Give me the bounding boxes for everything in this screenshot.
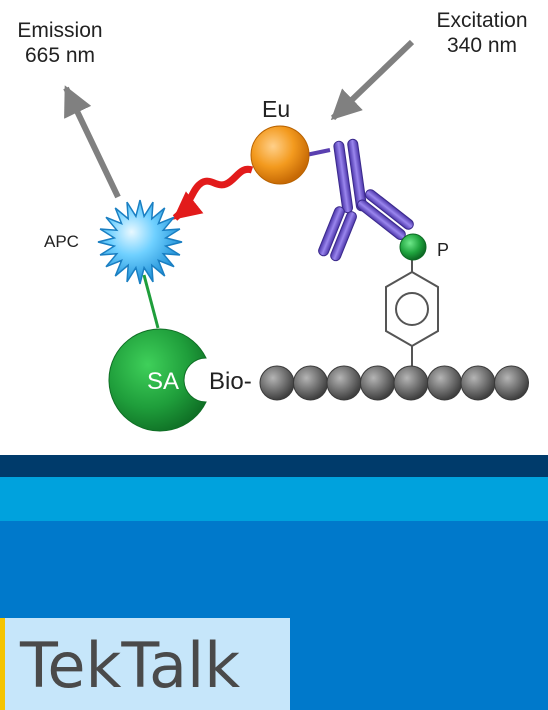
emission-label: Emission 665 nm [10, 18, 110, 68]
europium-label: Eu [262, 96, 291, 122]
brand-box [0, 618, 290, 710]
peptide-bead [293, 365, 328, 401]
emission-label-line1: Emission [17, 19, 103, 42]
apc-label: APC [44, 232, 79, 251]
apc-starburst [97, 199, 183, 285]
trf-assay-diagram: Emission 665 nm Excitation 340 nm Eu APC… [10, 8, 546, 432]
peptide-bead [360, 365, 395, 401]
brand-title: TekTalk [20, 629, 241, 702]
excitation-label: Excitation 340 nm [418, 8, 546, 58]
excitation-label-line1: Excitation [436, 9, 528, 32]
diagram-canvas [63, 39, 529, 432]
eu-antibody-linker [305, 148, 331, 157]
tyrosine-ring [385, 270, 439, 372]
peptide-bead [427, 365, 462, 401]
peptide-bead [494, 365, 529, 401]
phosphate-label: P [437, 240, 450, 260]
peptide-bead [393, 365, 429, 401]
brand-accent-bar [0, 618, 5, 710]
banner-dark-stripe [0, 455, 548, 477]
peptide-chain [259, 365, 529, 401]
antibody-shape [318, 138, 414, 262]
excitation-arrow [330, 39, 415, 121]
biotin-label: Bio- [209, 368, 252, 395]
energy-transfer-arrow [172, 165, 254, 221]
apc-sa-linker [142, 274, 160, 329]
peptide-bead [259, 365, 295, 401]
emission-arrow [63, 85, 121, 199]
emission-label-line2: 665 nm [24, 44, 96, 67]
banner-light-stripe [0, 477, 548, 521]
excitation-label-line2: 340 nm [446, 34, 518, 57]
peptide-bead [326, 365, 362, 401]
streptavidin-shape [108, 328, 207, 432]
peptide-bead [460, 365, 496, 401]
europium-sphere [250, 125, 310, 185]
streptavidin-label: SA [146, 368, 179, 395]
phosphate-bead [399, 233, 427, 261]
